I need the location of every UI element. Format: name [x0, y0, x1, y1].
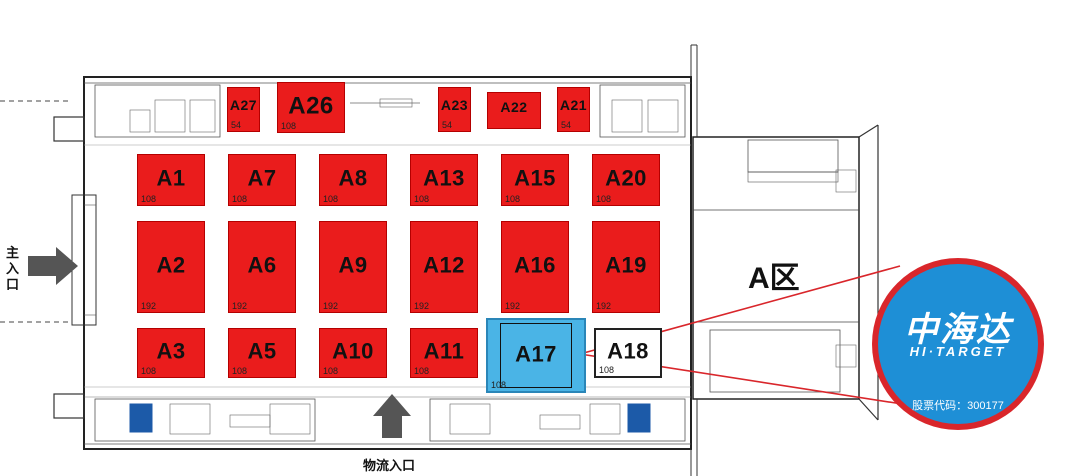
exhibitor-badge: 中海达 HI·TARGET 股票代码：300177	[872, 258, 1044, 430]
booth-code: A27	[229, 97, 258, 114]
booth-code: A10	[332, 338, 374, 364]
booth-code: A23	[440, 97, 469, 114]
booth-code: A1	[156, 165, 186, 191]
booth-code: A15	[514, 165, 556, 191]
booth-area: 192	[232, 301, 248, 311]
logistics-entrance-label: 物流入口	[363, 458, 416, 473]
booth-a19[interactable]: A19 192	[592, 221, 660, 313]
booth-area: 108	[281, 121, 297, 131]
booth-area: 192	[505, 301, 521, 311]
booth-code: A8	[338, 165, 368, 191]
booth-area: 54	[231, 120, 242, 130]
booth-area: 192	[596, 301, 612, 311]
booth-a21[interactable]: A21 54	[557, 87, 590, 132]
booth-code: A13	[423, 165, 465, 191]
main-entrance-label: 主入口	[6, 245, 20, 292]
booth-code: A22	[500, 98, 528, 115]
booth-code: A21	[559, 97, 588, 114]
booth-area: 108	[232, 194, 248, 204]
booth-area: 108	[232, 366, 248, 376]
booth-area: 108	[414, 366, 430, 376]
booth-code: A16	[514, 252, 556, 278]
booth-code: A20	[605, 165, 647, 191]
booth-frame	[500, 323, 572, 388]
booth-code: A2	[156, 252, 186, 278]
booth-area: 108	[599, 365, 615, 375]
exhibitor-name-cn: 中海达	[904, 311, 1012, 349]
booth-area: 192	[414, 301, 430, 311]
booth-code: A9	[338, 252, 368, 278]
booth-code: A7	[247, 165, 277, 191]
booth-code: A6	[247, 252, 277, 278]
booth-a23[interactable]: A23 54	[438, 87, 471, 132]
booth-a9[interactable]: A9 192	[319, 221, 387, 313]
booth-code: A19	[605, 252, 647, 278]
booth-area: 108	[491, 380, 507, 390]
booth-a6[interactable]: A6 192	[228, 221, 296, 313]
booth-area: 108	[323, 366, 339, 376]
booth-code: A11	[423, 338, 465, 364]
exhibitor-stock-code: 股票代码：300177	[912, 400, 1004, 412]
booth-area: 192	[323, 301, 339, 311]
exhibitor-badge-inner: 中海达 HI·TARGET 股票代码：300177	[878, 264, 1038, 424]
booth-code: A3	[156, 338, 186, 364]
booth-code: A18	[607, 338, 649, 364]
booth-area: 108	[596, 194, 612, 204]
booth-code: A12	[423, 252, 465, 278]
booth-area: 54	[442, 120, 453, 130]
booth-area: 192	[141, 301, 157, 311]
booth-area: 108	[141, 194, 157, 204]
booth-a12[interactable]: A12 192	[410, 221, 478, 313]
booth-area: 108	[414, 194, 430, 204]
booth-area: 108	[141, 366, 157, 376]
booth-area: 54	[561, 120, 572, 130]
zone-label: A区	[748, 262, 800, 295]
booth-area: 108	[323, 194, 339, 204]
booth-a16[interactable]: A16 192	[501, 221, 569, 313]
booth-a17[interactable]: A17 108	[486, 318, 586, 393]
booth-code: A17	[515, 341, 557, 367]
booth-a2[interactable]: A2 192	[137, 221, 205, 313]
exhibitor-name-en: HI·TARGET	[909, 344, 1007, 359]
booth-code: A26	[288, 92, 334, 120]
booth-a27[interactable]: A27 54	[227, 87, 260, 132]
booth-area: 108	[505, 194, 521, 204]
booth-code: A5	[247, 338, 277, 364]
booth-a22[interactable]: A22	[487, 92, 541, 129]
